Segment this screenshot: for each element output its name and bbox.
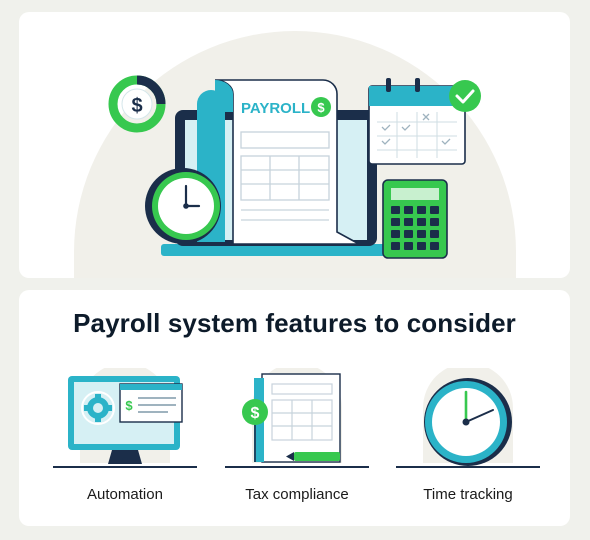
feature-label-time-tracking: Time tracking [423, 486, 513, 503]
feature-label-automation: Automation [87, 486, 163, 503]
svg-text:$: $ [317, 100, 325, 115]
payroll-title: PAYROLL [241, 100, 310, 117]
feature-label-tax-compliance: Tax compliance [245, 486, 349, 503]
hero-illustration-card: PAYROLL $ $ [19, 12, 570, 278]
laptop-base [161, 244, 443, 256]
calendar-icon [368, 78, 466, 165]
features-card: Payroll system features to consider $ Au… [19, 290, 570, 526]
monitor-gear-icon: $ [53, 368, 197, 468]
payroll-illustration: PAYROLL $ $ [74, 31, 516, 278]
wall-clock-icon [145, 168, 221, 244]
svg-text:$: $ [125, 398, 133, 413]
dollar-icon [311, 97, 331, 117]
svg-text:$: $ [131, 95, 142, 117]
payroll-document: PAYROLL $ [197, 79, 360, 245]
feature-tax-compliance: $ Tax compliance [222, 368, 372, 508]
dollar-coin-icon: $ [108, 75, 166, 133]
features-heading: Payroll system features to consider [73, 308, 516, 338]
tax-form-icon: $ [225, 368, 369, 468]
feature-automation: $ Automation [50, 368, 200, 508]
checkmark-icon [449, 80, 481, 112]
feature-time-tracking: Time tracking [393, 368, 543, 508]
svg-text:$: $ [251, 405, 260, 422]
clock-icon [396, 368, 540, 468]
calculator-icon [382, 179, 448, 259]
